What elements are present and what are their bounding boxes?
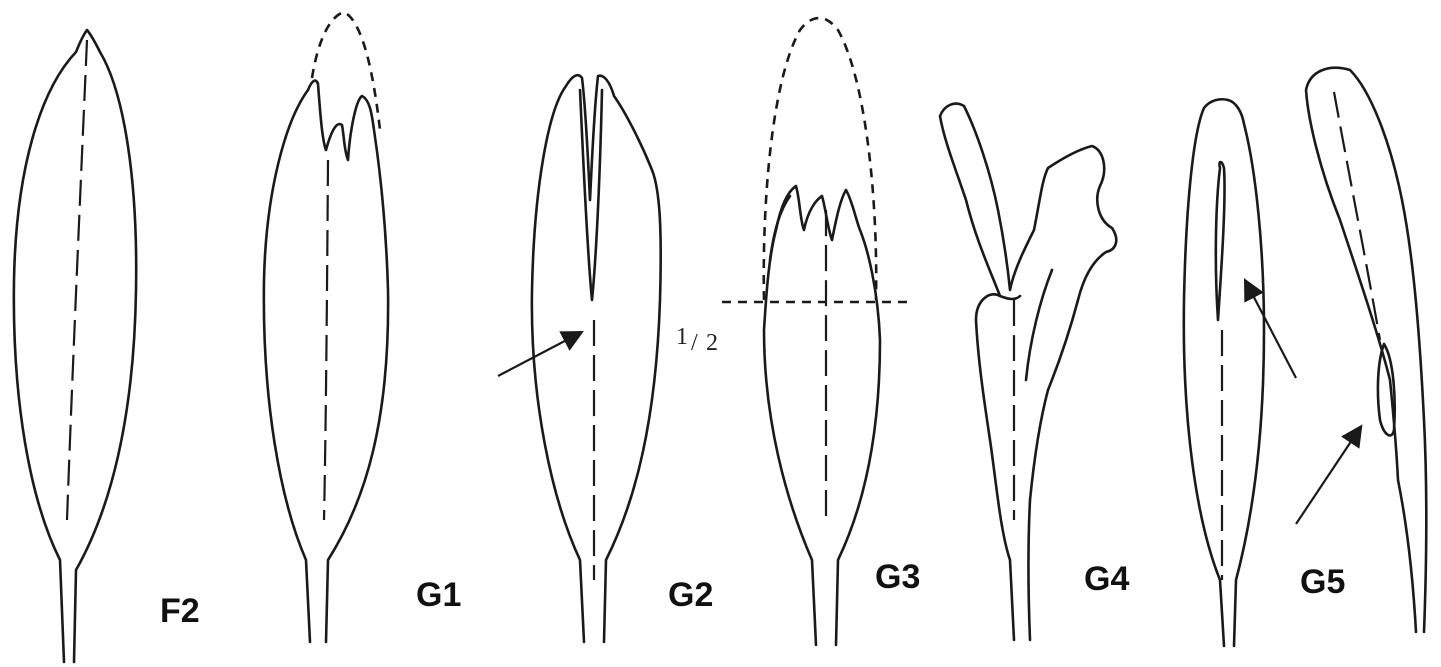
label-g4: G4 [1084, 560, 1129, 598]
leaf-g3 [722, 18, 910, 645]
arrow-g5-lower [1296, 428, 1360, 524]
half-label-denominator: 2 [706, 330, 718, 356]
leaf-g5-right [1306, 68, 1426, 632]
leaf-g1 [264, 12, 388, 642]
leaf-g5-left [1184, 99, 1264, 646]
label-g2: G2 [668, 576, 713, 614]
leaf-f2 [14, 30, 136, 662]
half-label-slash: / [691, 330, 698, 356]
label-g3: G3 [875, 558, 920, 596]
label-f2: F2 [160, 592, 200, 630]
leaf-g2 [532, 75, 661, 642]
label-g1: G1 [416, 576, 461, 614]
half-label-numerator: 1 [676, 324, 688, 350]
label-g5: G5 [1300, 563, 1345, 601]
arrow-g5-upper [1246, 282, 1296, 378]
arrow-g2 [498, 333, 580, 376]
